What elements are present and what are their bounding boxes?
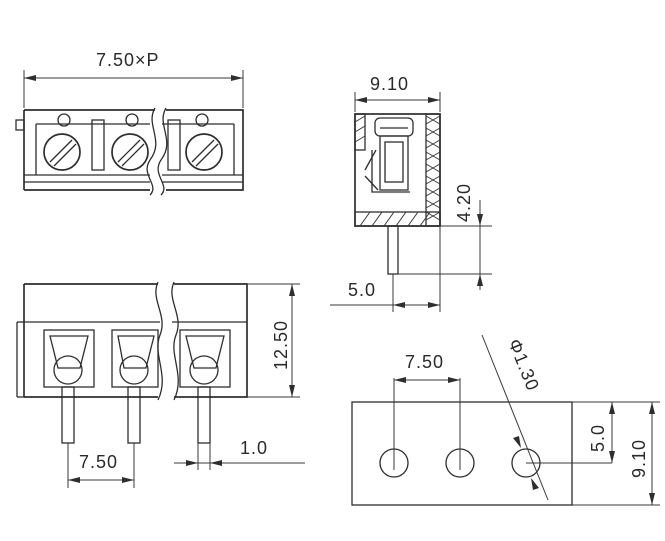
- front-height-label: 12.50: [271, 320, 291, 370]
- pcb-hole-2: [445, 378, 475, 478]
- hole-diameter-leader: [481, 334, 549, 501]
- side-pin: [387, 225, 399, 275]
- top-slot-1: [91, 119, 105, 171]
- pcb-hole-1: [379, 378, 409, 478]
- front-cell-2: [111, 329, 159, 444]
- side-width-label: 9.10: [370, 74, 409, 94]
- top-screw-1: [43, 113, 81, 171]
- top-view: 7.50×P: [15, 50, 244, 196]
- top-slot-2: [167, 119, 181, 171]
- side-height-label: 4.20: [454, 183, 474, 222]
- pcb-pitch-label: 7.50: [405, 352, 444, 372]
- hole-diameter-label: Φ1.30: [504, 336, 543, 394]
- front-cell-1: [43, 329, 95, 444]
- front-pitch-label: 7.50: [79, 452, 118, 472]
- top-width-label: 7.50×P: [96, 50, 160, 70]
- pin-thickness-label: 1.0: [240, 438, 268, 458]
- pcb-outline: [351, 401, 573, 506]
- pcb-view: 7.50 Φ1.30 5.0 9.10: [351, 334, 660, 506]
- pcb-offset-label: 5.0: [588, 424, 608, 452]
- pcb-hole-3: [511, 448, 612, 478]
- front-view: 12.50 7.50 1.0: [16, 281, 305, 488]
- pcb-height-label: 9.10: [629, 439, 649, 478]
- side-view: 9.10 4.20 5.0: [330, 74, 492, 312]
- top-screw-2: [111, 113, 149, 171]
- pin-offset-label: 5.0: [348, 280, 376, 300]
- top-screw-3: [185, 113, 223, 171]
- front-cell-3: [179, 329, 231, 444]
